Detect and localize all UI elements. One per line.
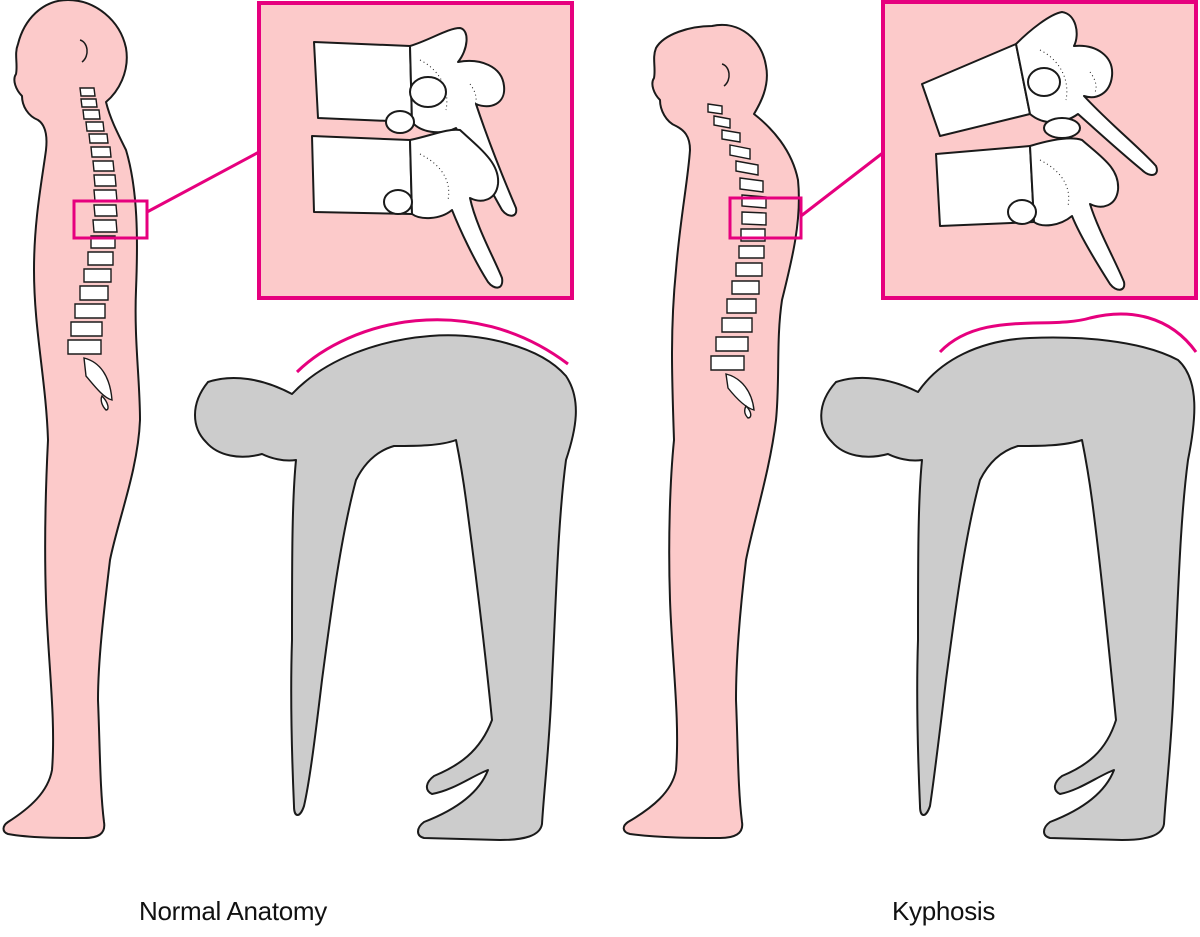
normal-anatomy-caption: Normal Anatomy xyxy=(139,896,327,926)
normal-highlight-box xyxy=(72,199,149,240)
kyphosis-standing-figure xyxy=(622,23,800,839)
kyphosis-caption: Kyphosis xyxy=(892,896,996,926)
kyphosis-highlight-box xyxy=(728,196,803,240)
kyphosis-bending-figure xyxy=(820,336,1196,841)
normal-anatomy-panel xyxy=(2,0,577,841)
kyphosis-lower-vertebral-arch xyxy=(1029,137,1126,291)
normal-connector-line xyxy=(146,150,260,214)
kyphosis-vertebrae-inset xyxy=(881,0,1198,300)
normal-vertebrae-inset xyxy=(257,1,574,300)
kyphosis-connector-line xyxy=(800,150,885,218)
normal-spine xyxy=(67,87,118,411)
kyphosis-panel xyxy=(622,0,1198,841)
kyphosis-spine xyxy=(707,103,767,419)
kyphosis-back-curve-arc xyxy=(938,312,1198,354)
normal-upper-vertebral-body xyxy=(313,41,413,123)
normal-back-curve-arc xyxy=(295,318,569,374)
kyphosis-ear xyxy=(721,63,730,87)
normal-bending-figure xyxy=(194,334,577,841)
normal-standing-figure xyxy=(2,0,141,839)
kyphosis-upper-vertebral-arch xyxy=(1015,11,1158,176)
normal-lower-vertebral-arch xyxy=(409,128,504,289)
normal-ear xyxy=(79,39,88,63)
